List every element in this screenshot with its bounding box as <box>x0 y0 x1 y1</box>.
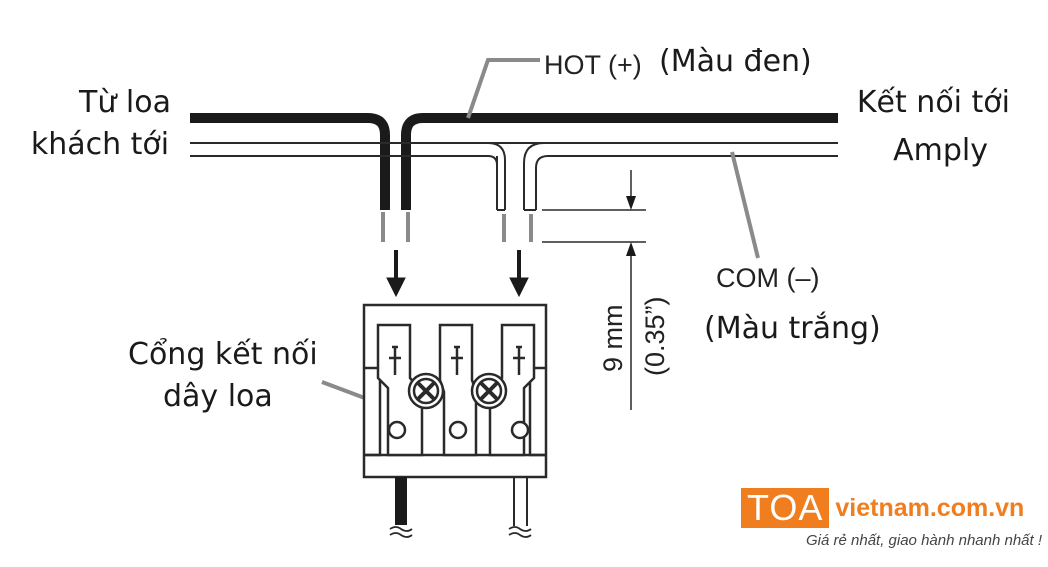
phillips-screw-icon <box>407 372 445 410</box>
hot-wire-left <box>190 113 390 210</box>
terminal-slot-middle <box>438 323 478 457</box>
logo-slogan: Giá rẻ nhất, giao hành nhanh nhất ! <box>806 532 1043 549</box>
dimension-mm-label: 9 mm <box>598 304 628 373</box>
to-amp-label-line1: Kết nối tới <box>856 85 1010 120</box>
output-cables <box>389 477 532 538</box>
to-amp-label-line2: Amply <box>893 133 988 168</box>
break-marks <box>389 526 532 538</box>
toa-vietnam-logo: TOA vietnam.com.vn <box>741 488 1024 528</box>
com-color-label: (Màu trắng) <box>704 311 881 346</box>
com-leader <box>730 151 760 259</box>
com-bare-ends <box>502 214 533 242</box>
phillips-screw-icon <box>470 372 508 410</box>
logo-domain-text: .com.vn <box>929 493 1025 522</box>
com-wires <box>190 142 838 211</box>
port-label-line1: Cổng kết nối <box>128 337 318 372</box>
output-cable-black <box>395 477 407 525</box>
from-speaker-label-line1: Từ loa <box>79 85 171 120</box>
terminal-block <box>362 303 548 479</box>
insert-arrows <box>386 250 529 298</box>
hot-color-label: (Màu đen) <box>659 44 812 79</box>
port-label-line2: dây loa <box>163 379 273 414</box>
down-arrow-icon <box>509 250 529 298</box>
hot-leader <box>466 58 540 119</box>
from-speaker-label-line2: khách tới <box>30 127 170 162</box>
logo-wordmark: vietnam.com.vn <box>829 494 1024 523</box>
dimension-inch-label: (0.35”) <box>640 296 670 376</box>
hot-label: HOT (+) <box>544 50 642 80</box>
hot-wire-right <box>401 113 838 210</box>
logo-box-text: TOA <box>741 488 830 528</box>
com-wire-right-drop <box>523 142 838 210</box>
com-wire-left-drop <box>487 142 506 210</box>
terminal-slot-left <box>376 323 424 457</box>
down-arrow-icon <box>386 250 406 298</box>
output-cable-white <box>513 477 528 526</box>
hot-wires <box>190 113 838 242</box>
com-label: COM (–) <box>716 263 820 293</box>
logo-rest-text: vietnam <box>835 493 930 522</box>
dimension-marker <box>542 170 646 410</box>
